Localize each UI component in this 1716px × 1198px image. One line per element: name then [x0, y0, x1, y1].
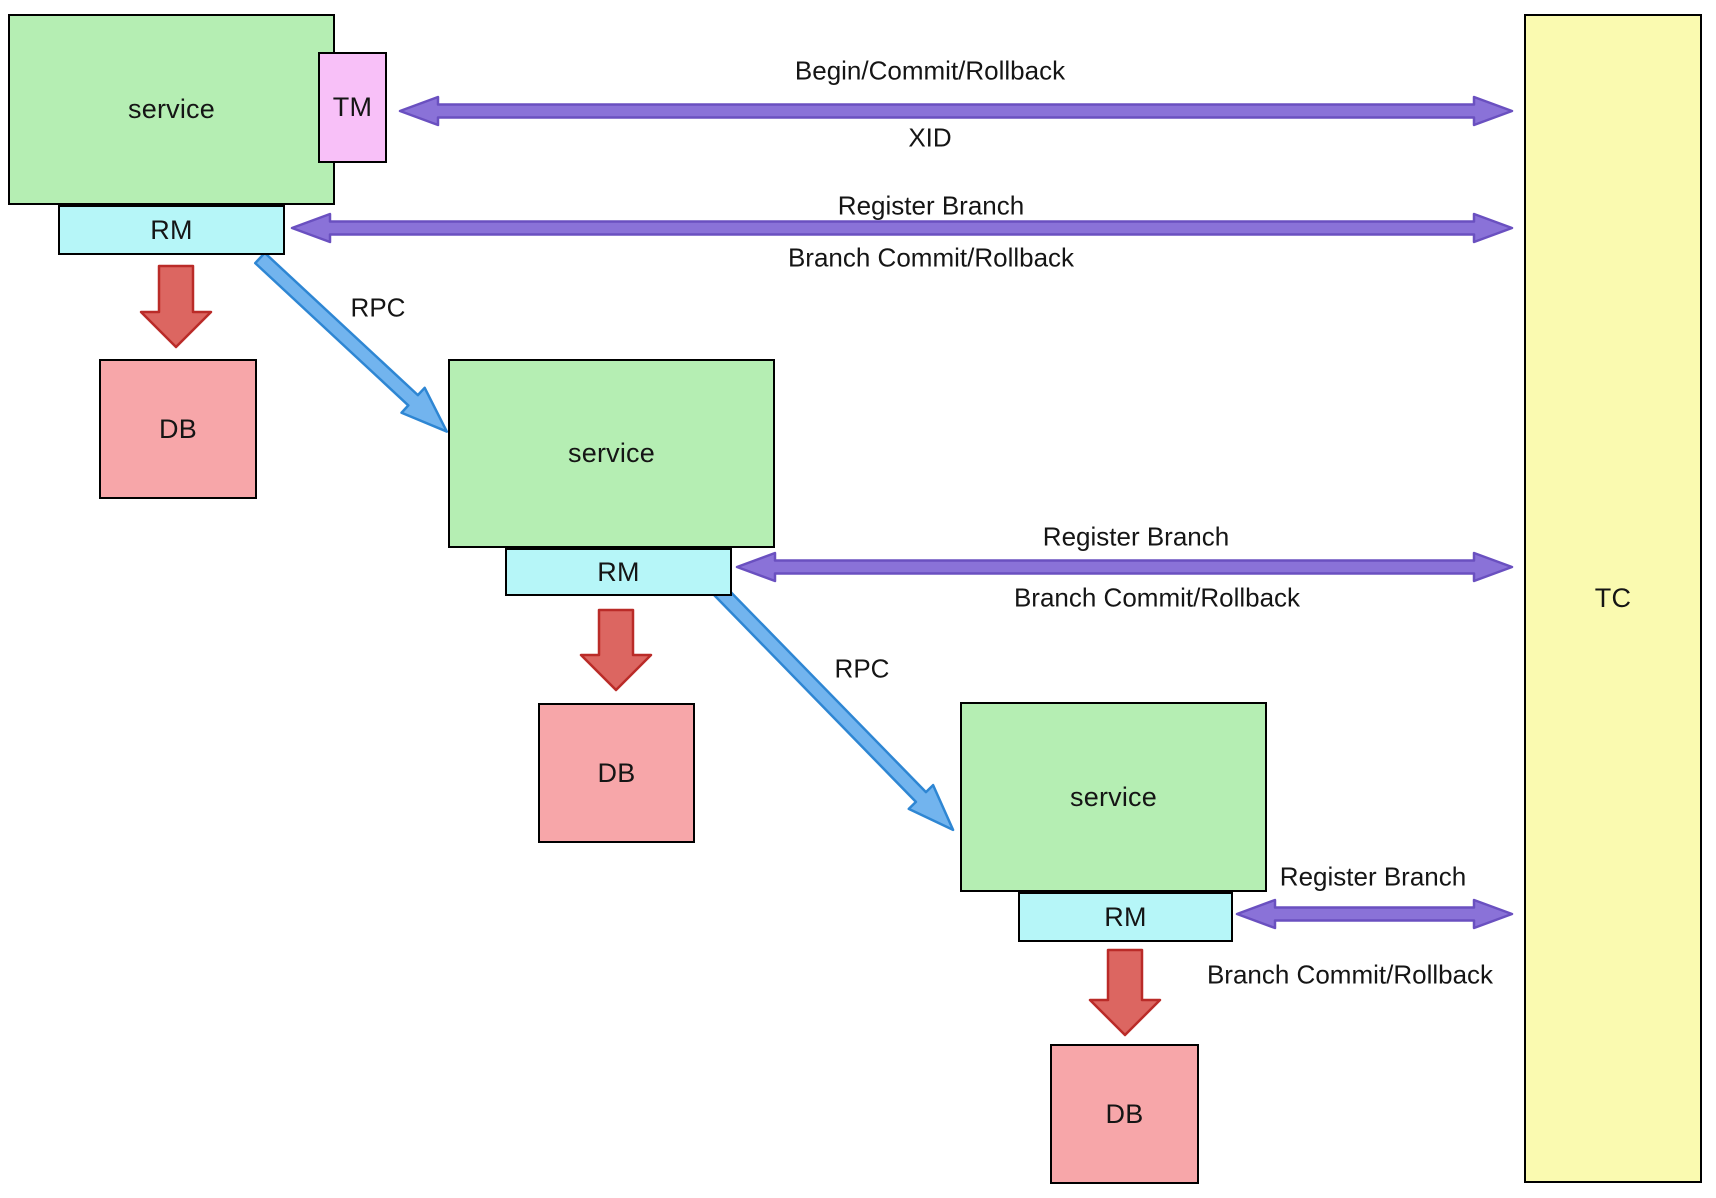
- rm3-db3-arrow: [1088, 948, 1162, 1037]
- db-box-3: DB: [1050, 1044, 1199, 1184]
- service-box-2-label: service: [568, 438, 655, 468]
- rm1-db1-arrow: [139, 264, 213, 349]
- rm-box-3: RM: [1018, 892, 1233, 942]
- rm-box-2: RM: [505, 548, 732, 596]
- label-register-branch-2: Register Branch: [1042, 521, 1230, 552]
- service-box-1-label: service: [128, 94, 215, 124]
- label-register-branch-3: Register Branch: [1279, 861, 1467, 892]
- label-xid: XID: [908, 122, 952, 153]
- db-box-3-label: DB: [1105, 1098, 1144, 1129]
- service-box-3: service: [960, 702, 1267, 892]
- rm-box-3-label: RM: [1104, 901, 1147, 932]
- db-box-1: DB: [99, 359, 257, 499]
- label-branch-commit-rollback-1: Branch Commit/Rollback: [787, 242, 1075, 273]
- db-box-2: DB: [538, 703, 695, 843]
- tm-box: TM: [318, 52, 387, 163]
- tm-box-label: TM: [332, 92, 373, 122]
- rm1-tc-arrow: [290, 212, 1514, 244]
- db-box-1-label: DB: [159, 413, 197, 444]
- rm-box-1-label: RM: [150, 214, 193, 245]
- rm-box-2-label: RM: [597, 556, 640, 587]
- tm-tc-arrow: [398, 95, 1514, 127]
- rm2-tc-arrow: [735, 551, 1514, 583]
- db-box-2-label: DB: [597, 757, 636, 788]
- rpc-arrow-2: [710, 581, 955, 832]
- label-rpc-2: RPC: [834, 653, 890, 684]
- label-begin-commit-rollback: Begin/Commit/Rollback: [794, 55, 1066, 86]
- service-box-3-label: service: [1070, 781, 1157, 812]
- rpc-arrow-1: [253, 251, 449, 433]
- rm2-db2-arrow: [579, 608, 653, 692]
- label-branch-commit-rollback-3: Branch Commit/Rollback: [1206, 959, 1494, 990]
- rm3-tc-arrow: [1235, 898, 1514, 930]
- service-box-2: service: [448, 359, 775, 548]
- rm-box-1: RM: [58, 205, 285, 255]
- service-box-1: service: [8, 14, 335, 205]
- label-rpc-1: RPC: [350, 292, 406, 323]
- tc-box: TC: [1524, 14, 1702, 1183]
- label-branch-commit-rollback-2: Branch Commit/Rollback: [1013, 582, 1301, 613]
- tc-box-label: TC: [1594, 583, 1632, 613]
- label-register-branch-1: Register Branch: [837, 190, 1025, 221]
